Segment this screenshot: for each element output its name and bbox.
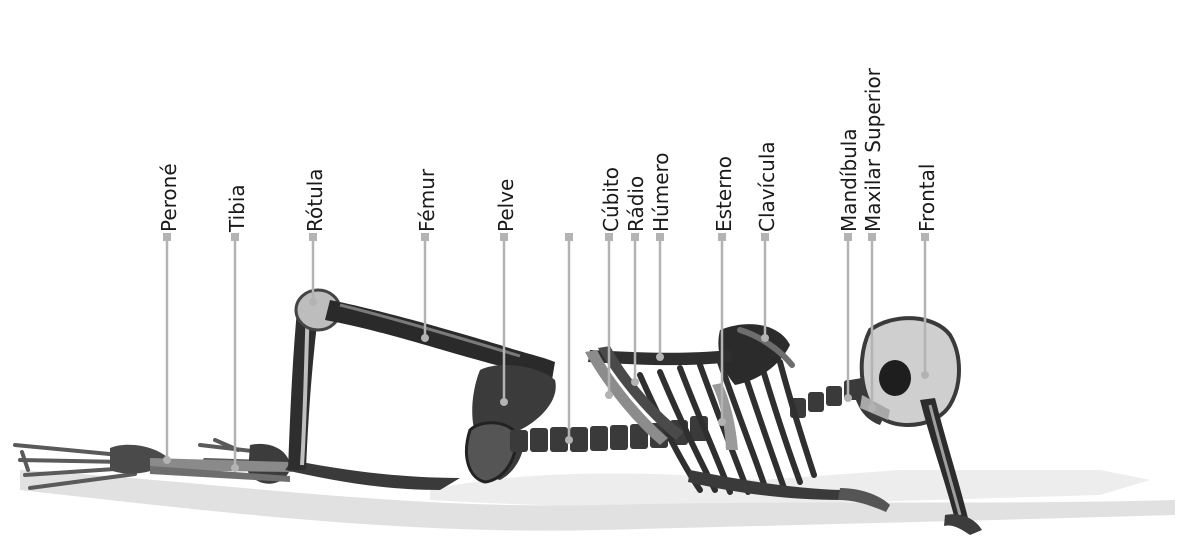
- label-tibia: Tibia: [225, 184, 249, 233]
- label-cubito: Cúbito: [599, 167, 623, 232]
- femur-highlight: [340, 305, 520, 356]
- label-rotula: Rótula: [303, 168, 327, 232]
- label-pelve: Pelve: [494, 179, 518, 232]
- label-humero: Húmero: [649, 152, 673, 232]
- eye-socket: [879, 360, 911, 396]
- labels: Peroné Tibia Rótula Fémur Pelve Cúbito R…: [157, 67, 939, 233]
- label-femur: Fémur: [415, 168, 439, 232]
- label-clavicula: Clavícula: [755, 141, 779, 232]
- label-radio: Rádio: [624, 176, 648, 232]
- label-maxilar: Maxilar Superior: [861, 67, 885, 232]
- label-frontal: Frontal: [915, 164, 939, 232]
- label-perone: Peroné: [157, 163, 181, 232]
- spine: [510, 380, 860, 452]
- label-mandibula: Mandíbula: [837, 128, 861, 232]
- label-esterno: Esterno: [712, 156, 736, 232]
- floor-shadow: [20, 470, 1175, 531]
- lower-leg-floor: [285, 460, 460, 490]
